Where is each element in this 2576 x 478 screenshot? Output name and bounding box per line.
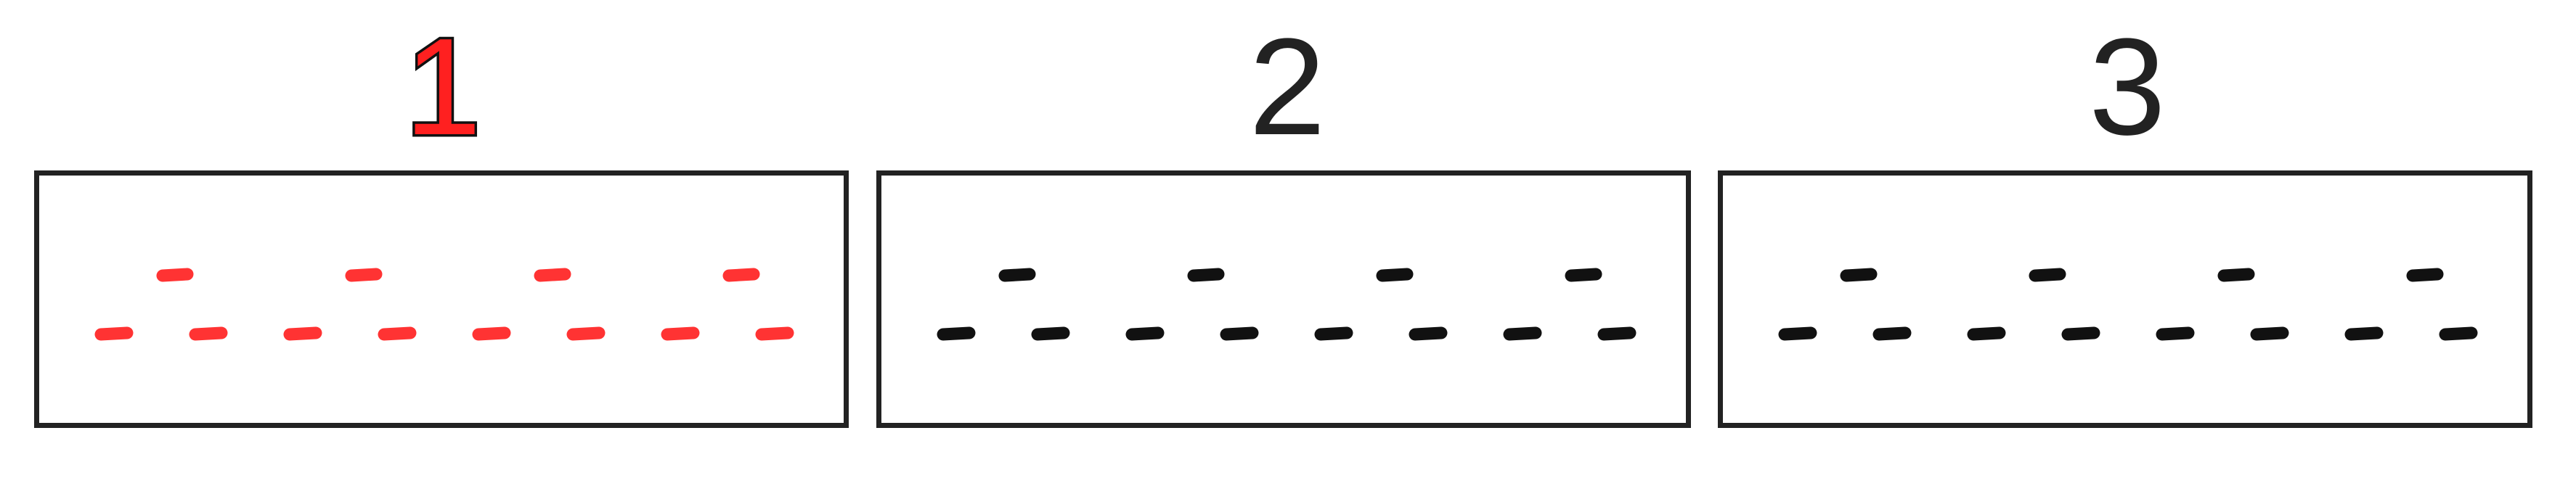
lower-dash [1778,326,1817,341]
upper-dash [345,268,383,282]
lower-dash [94,326,134,341]
lower-dash [472,326,511,341]
panel-3[interactable] [1718,170,2532,428]
upper-dash [1376,268,1414,282]
lower-dash [2344,326,2384,341]
lower-dash [2250,326,2289,341]
panel-label-1: 1 [402,10,484,164]
upper-dash [2029,268,2066,282]
lower-dash [189,326,228,341]
lower-dash [566,326,606,341]
upper-dash [1840,268,1878,282]
upper-dash [1565,268,1602,282]
upper-dash [722,268,760,282]
upper-dash [1187,268,1225,282]
lower-dash [283,326,322,341]
panel-2[interactable] [876,170,1691,428]
dash-pattern-3 [1778,268,2478,341]
lower-dash [755,326,794,341]
lower-dash [378,326,417,341]
upper-dash [156,268,194,282]
lower-dash [661,326,700,341]
upper-dash [534,268,571,282]
upper-dash [2406,268,2444,282]
lower-dash [1031,326,1070,341]
lower-dash [2061,326,2100,341]
lower-dash [1314,326,1353,341]
panel-1[interactable] [34,170,849,428]
panel-label-2: 2 [1249,10,1326,164]
upper-dash [998,268,1036,282]
lower-dash [1872,326,1912,341]
upper-dash [2217,268,2255,282]
lower-dash [1125,326,1165,341]
lower-dash [2439,326,2478,341]
lower-dash [937,326,976,341]
panel-label-3: 3 [2089,10,2166,164]
dash-pattern-2 [937,268,1637,341]
lower-dash [2156,326,2195,341]
lower-dash [1597,326,1637,341]
lower-dash [1967,326,2006,341]
lower-dash [1503,326,1542,341]
lower-dash [1220,326,1259,341]
lower-dash [1409,326,1448,341]
dash-pattern-1 [94,268,794,341]
